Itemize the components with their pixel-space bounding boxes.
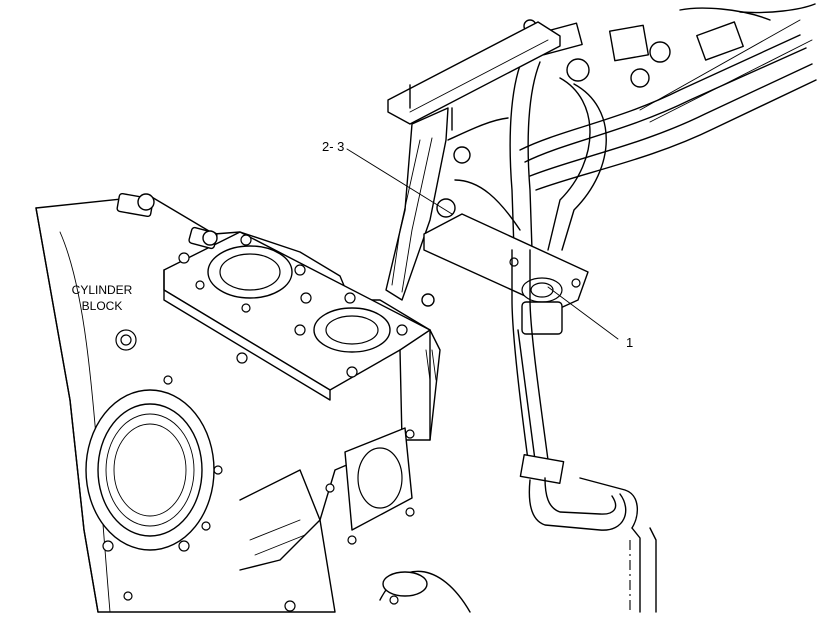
injection-line bbox=[511, 249, 657, 613]
cylinder-block-label-line1: CYLINDER bbox=[72, 283, 133, 297]
cylinder-block bbox=[35, 192, 471, 613]
callout-2-3: 2- 3 bbox=[322, 139, 344, 154]
cylinder-block-label-line2: BLOCK bbox=[82, 299, 123, 313]
mounting-bracket bbox=[385, 21, 589, 335]
leader-lines bbox=[346, 148, 619, 340]
leader-line-1 bbox=[547, 286, 619, 340]
leader-line-2-3 bbox=[346, 148, 453, 215]
callout-1: 1 bbox=[626, 335, 633, 350]
